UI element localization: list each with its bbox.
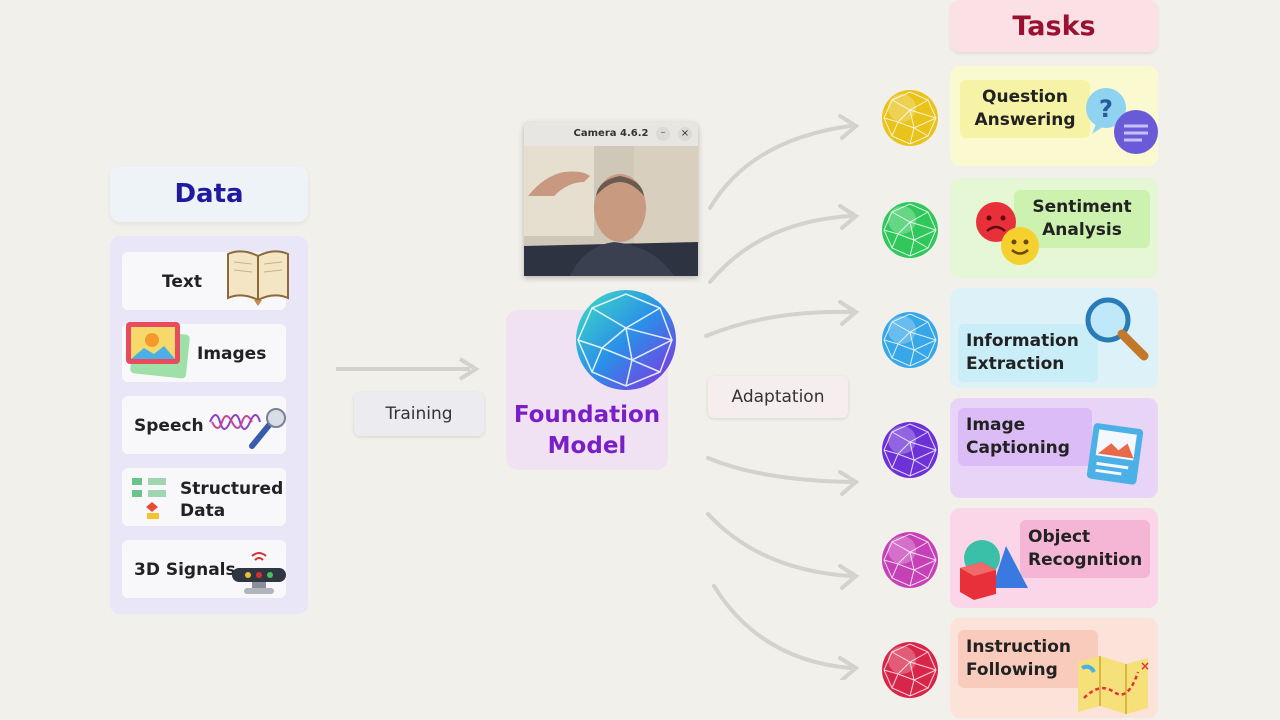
picture-frame-icon bbox=[1086, 423, 1144, 485]
task-sphere-icon bbox=[882, 532, 938, 588]
tasks-title: Tasks bbox=[1012, 10, 1096, 42]
data-item-structured-data: Structured Data bbox=[122, 468, 286, 526]
foundation-model-sphere-icon bbox=[576, 290, 676, 390]
task-label-line2: Captioning bbox=[966, 438, 1070, 458]
magnifier-icon bbox=[1085, 297, 1149, 361]
task-label-line1: Image bbox=[966, 415, 1026, 435]
data-item-label: Speech bbox=[134, 416, 204, 436]
task-label-line1: Information bbox=[966, 331, 1079, 351]
task-label-line1: Object bbox=[1028, 527, 1091, 547]
sensor-device-icon bbox=[232, 552, 286, 594]
images-icon bbox=[126, 322, 190, 379]
data-item-label: 3D Signals bbox=[134, 560, 236, 580]
data-item-3d-signals: 3D Signals bbox=[122, 540, 286, 598]
task-label-line1: Sentiment bbox=[1032, 197, 1132, 217]
data-item-label: Images bbox=[197, 344, 267, 364]
adaptation-arrows bbox=[704, 114, 860, 680]
data-title: Data bbox=[174, 179, 244, 209]
book-icon bbox=[227, 250, 289, 306]
svg-text:?: ? bbox=[1099, 95, 1113, 123]
task-sphere-icon bbox=[882, 202, 938, 258]
task-sphere-icon bbox=[882, 90, 938, 146]
task-sphere-icon bbox=[882, 642, 938, 698]
fm-line1: Foundation bbox=[513, 402, 661, 428]
close-button[interactable]: × bbox=[678, 127, 692, 141]
treasure-map-icon: × bbox=[1078, 656, 1150, 714]
data-item-text: Text bbox=[122, 250, 289, 310]
task-label-line2: Analysis bbox=[1042, 220, 1122, 240]
fm-line2: Model bbox=[547, 433, 627, 459]
data-item-label: Structured Data bbox=[180, 479, 284, 521]
camera-window[interactable]: Camera 4.6.2 – × bbox=[524, 122, 698, 276]
task-label-line2: Extraction bbox=[966, 354, 1065, 374]
emotion-faces-icon bbox=[976, 202, 1039, 265]
microphone-wave-icon bbox=[209, 408, 286, 449]
data-item-images: Images bbox=[122, 322, 286, 382]
camera-title[interactable]: Camera 4.6.2 bbox=[524, 122, 698, 146]
task-label-line1: Instruction bbox=[966, 637, 1071, 657]
adaptation-label: Adaptation bbox=[708, 376, 848, 418]
data-item-speech: Speech bbox=[122, 396, 286, 454]
task-label-line1: Question bbox=[982, 87, 1068, 107]
training-label: Training bbox=[354, 392, 484, 436]
task-label-line2: Answering bbox=[974, 110, 1076, 130]
task-label-line2: Following bbox=[966, 660, 1058, 680]
data-item-label: Text bbox=[162, 272, 202, 292]
3d-shapes-icon bbox=[960, 540, 1028, 600]
data-header: Data bbox=[110, 166, 308, 222]
tasks-header: Tasks bbox=[950, 0, 1158, 52]
minimize-button[interactable]: – bbox=[656, 127, 670, 141]
question-chat-icon: ? bbox=[1086, 88, 1158, 154]
svg-text:×: × bbox=[1140, 659, 1150, 673]
flowchart-icon bbox=[132, 478, 166, 519]
training-arrow bbox=[336, 357, 480, 381]
training-text: Training bbox=[385, 404, 453, 424]
adaptation-text: Adaptation bbox=[731, 387, 825, 407]
task-sphere-icon bbox=[882, 312, 938, 368]
camera-feed-image bbox=[524, 146, 698, 276]
foundation-model-label: Foundation Model bbox=[506, 400, 668, 462]
task-sphere-icon bbox=[882, 422, 938, 478]
task-label-line2: Recognition bbox=[1028, 550, 1143, 570]
